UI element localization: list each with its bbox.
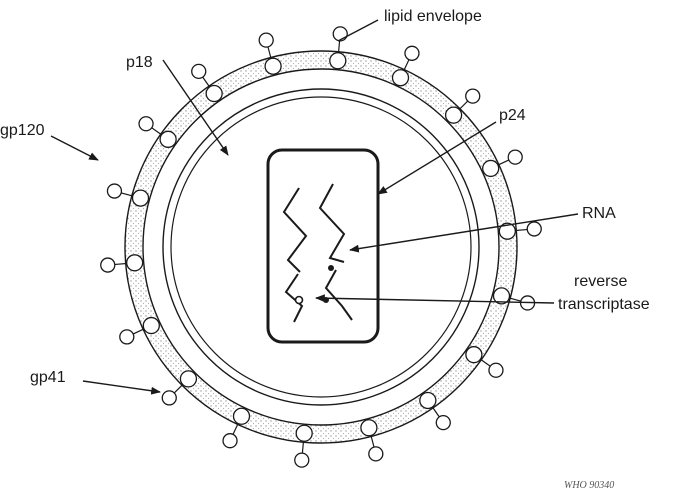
gp120-knob xyxy=(139,117,153,131)
gp120-knob xyxy=(489,363,503,377)
gp41-knob xyxy=(296,425,312,441)
gp120-knob xyxy=(120,330,134,344)
gp41-knob xyxy=(180,371,196,387)
gp41-knob xyxy=(206,86,222,102)
gp41-knob xyxy=(330,53,346,69)
gp120-knob xyxy=(508,150,522,164)
gp120-knob xyxy=(192,64,206,78)
gp120-knob xyxy=(259,33,273,47)
gp120-knob xyxy=(466,89,480,103)
gp41-knob xyxy=(420,392,436,408)
gp41-knob xyxy=(143,318,159,334)
gp41-knob xyxy=(133,190,149,206)
gp41-knob xyxy=(446,107,462,123)
gp41-knob xyxy=(265,58,281,74)
gp120-knob xyxy=(405,46,419,60)
gp120-knob xyxy=(107,184,121,198)
who-credit: WHO 90340 xyxy=(564,480,614,491)
gp120-knob xyxy=(295,453,309,467)
gp41-arrow xyxy=(83,381,160,392)
gp41-knob xyxy=(160,131,176,147)
gp41-knob xyxy=(392,70,408,86)
reverse-label: reverse xyxy=(574,273,627,290)
gp120-knob xyxy=(223,434,237,448)
gp120-knob xyxy=(527,222,541,236)
gp120-label: gp120 xyxy=(0,122,45,139)
gp41-knob xyxy=(483,160,499,176)
gp41-knob xyxy=(127,255,143,271)
gp120-knob xyxy=(369,447,383,461)
gp41-knob xyxy=(466,347,482,363)
p24-core xyxy=(268,150,378,342)
rna-label: RNA xyxy=(582,205,616,222)
gp120-arrow xyxy=(51,136,98,160)
gp41-label: gp41 xyxy=(30,369,66,386)
gp41-knob xyxy=(234,408,250,424)
gp120-knob xyxy=(436,416,450,430)
p18-label: p18 xyxy=(126,54,153,71)
gp41-knob xyxy=(361,420,377,436)
p24-label: p24 xyxy=(499,107,526,124)
transcriptase-label: transcriptase xyxy=(558,296,650,313)
gp120-knob xyxy=(101,258,115,272)
gp120-knob xyxy=(333,27,347,41)
gp120-knob xyxy=(162,391,176,405)
lipid-envelope-label: lipid envelope xyxy=(384,8,482,25)
